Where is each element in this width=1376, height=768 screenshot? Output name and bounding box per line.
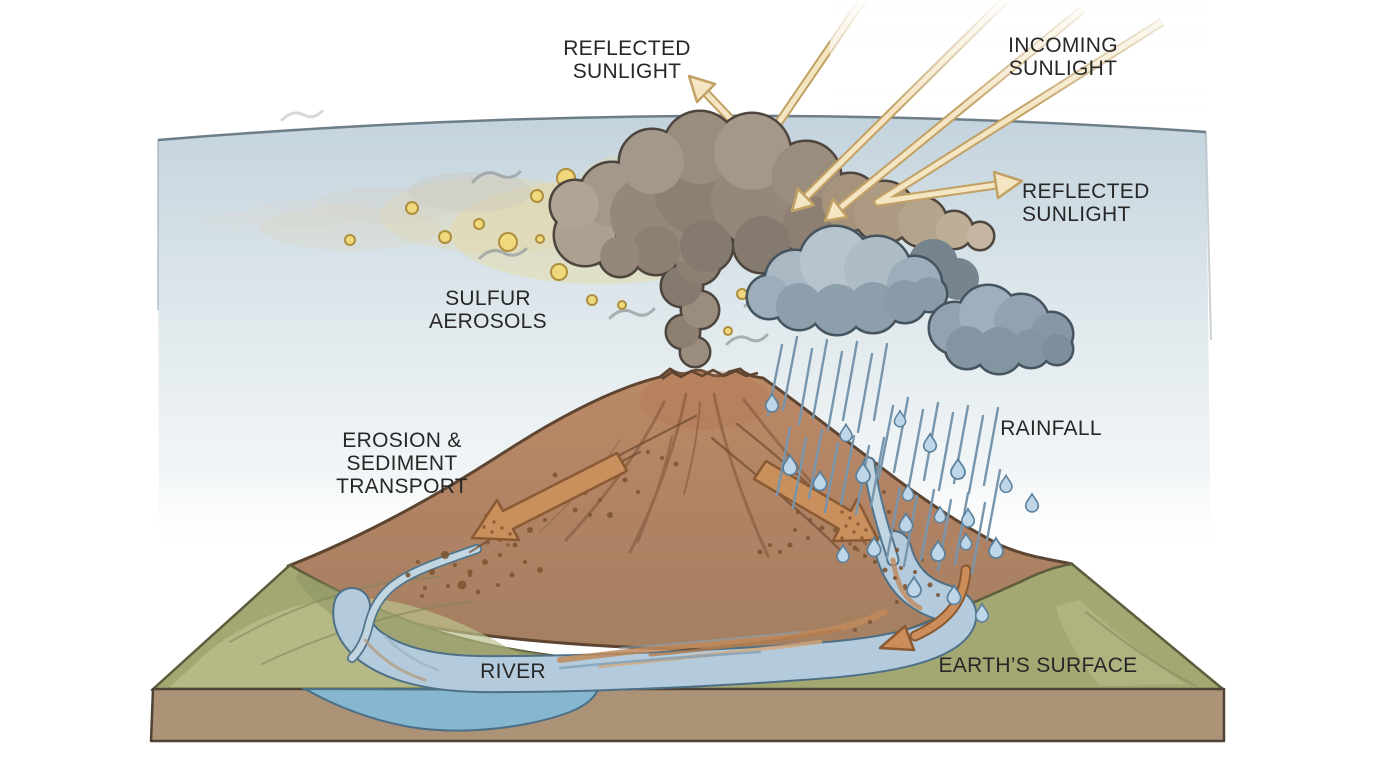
label-river: RIVER: [480, 660, 546, 683]
label-erosion-sediment-transport: EROSION & SEDIMENT TRANSPORT: [336, 429, 468, 498]
label-incoming-sunlight: INCOMING SUNLIGHT: [1008, 34, 1118, 80]
rainfall-streaks: [766, 335, 1002, 575]
erosion-arrows: [470, 451, 880, 543]
river-pool: [301, 687, 600, 732]
erosion-arrow-right: [752, 459, 880, 543]
crater-rim: [661, 368, 759, 381]
river-flow-arrow: [878, 564, 972, 652]
arrowhead-texture-dots: [482, 510, 868, 552]
incoming-sunlight-arrows: [790, 0, 1210, 223]
river-sediment-streaks: [363, 557, 923, 682]
erosion-features: [405, 414, 972, 652]
label-reflected-sunlight-right: REFLECTED SUNLIGHT: [1022, 180, 1150, 226]
erosion-arrow-left: [470, 451, 629, 542]
river: [332, 456, 978, 694]
volcano: [286, 367, 1074, 653]
label-earths-surface: EARTH’S SURFACE: [938, 654, 1138, 677]
label-sulfur-aerosols: SULFUR AEROSOLS: [429, 287, 547, 333]
label-reflected-sunlight-top: REFLECTED SUNLIGHT: [563, 37, 691, 83]
rain-clouds: [748, 227, 1072, 373]
soil-cross-section: [149, 687, 1226, 743]
label-rainfall: RAINFALL: [1000, 417, 1102, 440]
